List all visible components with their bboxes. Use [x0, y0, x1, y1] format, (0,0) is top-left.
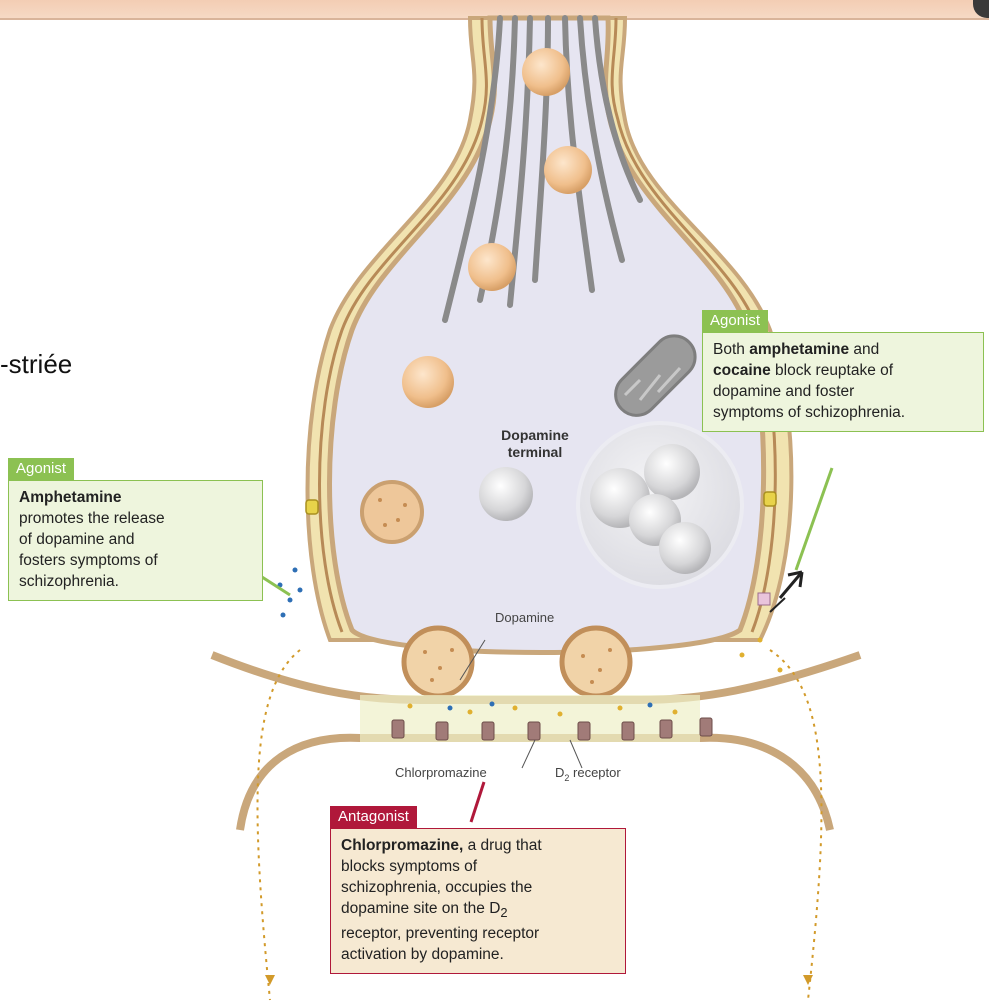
- callout-text: activation by dopamine.: [341, 946, 504, 963]
- callout-line: promotes the release: [19, 508, 252, 529]
- callout-text: amphetamine: [749, 341, 849, 358]
- callout-line: schizophrenia.: [19, 571, 252, 592]
- callout-line: schizophrenia, occupies the: [341, 877, 615, 898]
- callout-text: Both: [713, 341, 749, 358]
- callout-text: promotes the release: [19, 510, 165, 527]
- callout-text: schizophrenia, occupies the: [341, 879, 532, 896]
- callout-text: cocaine: [713, 362, 771, 379]
- callout-line: dopamine and foster: [713, 381, 973, 402]
- callout-line: fosters symptoms of: [19, 550, 252, 571]
- agonist-tag-left: Agonist: [8, 458, 74, 480]
- antagonist-callout: Antagonist Chlorpromazine, a drug that bl…: [330, 806, 626, 974]
- terminal-label-line1: Dopamine: [501, 427, 569, 443]
- agonist-tag-right: Agonist: [702, 310, 768, 332]
- callout-line: Amphetamine: [19, 487, 252, 508]
- callout-line: receptor, preventing receptor: [341, 923, 615, 944]
- agonist-body-left: Amphetamine promotes the release of dopami…: [8, 480, 263, 601]
- antagonist-tag: Antagonist: [330, 806, 417, 828]
- dopamine-label: Dopamine: [495, 610, 554, 625]
- chlorpromazine-label: Chlorpromazine: [395, 765, 487, 780]
- callout-text: symptoms of schizophrenia.: [713, 404, 905, 421]
- callout-text: dopamine site on the D: [341, 900, 500, 917]
- callout-text: of dopamine and: [19, 531, 134, 548]
- callout-text: Amphetamine: [19, 489, 122, 506]
- callout-line: cocaine block reuptake of: [713, 360, 973, 381]
- terminal-label-line2: terminal: [508, 444, 562, 460]
- callout-text: schizophrenia.: [19, 573, 119, 590]
- callout-text: dopamine and foster: [713, 383, 854, 400]
- callout-text: a drug that: [463, 837, 541, 854]
- antagonist-body: Chlorpromazine, a drug that blocks sympto…: [330, 828, 626, 974]
- callout-text: and: [849, 341, 879, 358]
- callout-line: Chlorpromazine, a drug that: [341, 835, 615, 856]
- callout-line: dopamine site on the D2: [341, 898, 615, 923]
- callout-line: activation by dopamine.: [341, 944, 615, 965]
- callout-line: symptoms of schizophrenia.: [713, 402, 973, 423]
- callout-text: blocks symptoms of: [341, 858, 477, 875]
- callout-line: of dopamine and: [19, 529, 252, 550]
- agonist-callout-left: Agonist Amphetamine promotes the release o…: [8, 458, 263, 601]
- callout-text: Chlorpromazine,: [341, 837, 463, 854]
- callout-line: Both amphetamine and: [713, 339, 973, 360]
- callout-text: receptor, preventing receptor: [341, 925, 539, 942]
- d2-receptor-label: D2 receptor: [555, 765, 621, 783]
- callout-text: fosters symptoms of: [19, 552, 158, 569]
- callout-text: block reuptake of: [771, 362, 893, 379]
- callout-text: 2: [500, 905, 507, 920]
- callout-line: blocks symptoms of: [341, 856, 615, 877]
